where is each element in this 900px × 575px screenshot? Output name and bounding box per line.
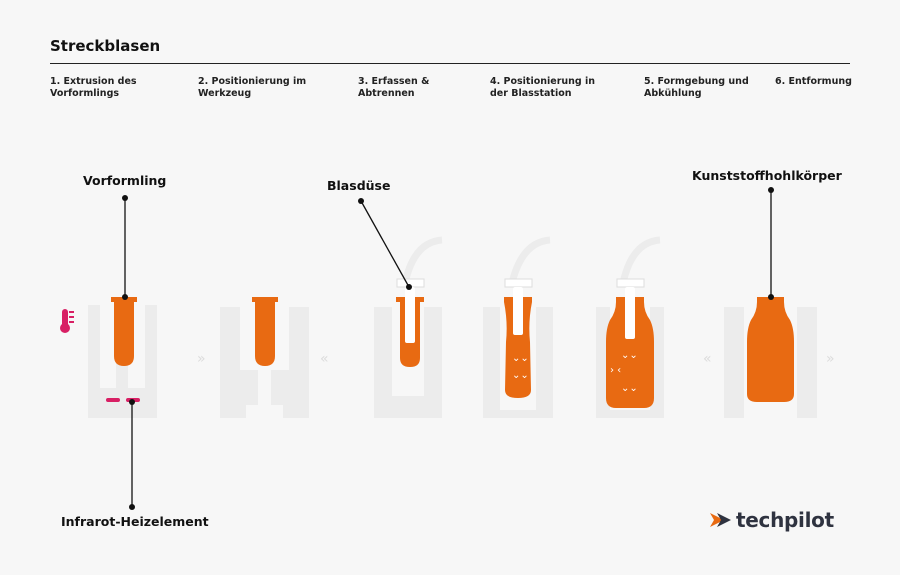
stage-4: ⌄⌄ ⌄⌄ [483,236,553,418]
preform-stage-2 [252,297,278,366]
stage-1 [60,297,157,418]
logo-chevron-icon [710,513,731,527]
arrow-right-icon: » [197,351,206,367]
nozzle-arm-stage-4 [508,236,551,284]
step-2-label: 2. Positionierung im Werkzeug [198,76,307,99]
arrow-right-icon: » [826,351,835,367]
step-4-label: 4. Positionierung in der Blasstation [490,76,596,99]
mold-stage-2-right [271,307,309,418]
stage-6: « » [703,297,835,418]
nozzle-arm-stage-3 [401,236,443,284]
arrow-left-icon: « [703,351,712,367]
step-5-label: 5. Formgebung und Abkühlung [644,76,749,99]
callout-leader-body [768,187,774,300]
techpilot-logo: techpilot [708,508,834,532]
mold-stage-6-left [724,307,744,418]
expand-arrows-icon: ⌄⌄ [621,383,638,394]
mold-stage-2 [220,307,258,418]
preform-stage-1 [111,297,137,366]
callout-hollow-body: Kunststoffhohlkörper [692,168,842,183]
mold-stage-4 [483,307,553,418]
blow-nozzle-stage-3 [405,287,415,343]
callout-blow-nozzle: Blasdüse [327,178,391,193]
bottle-stage-6 [747,297,794,402]
nozzle-cap-stage-4 [504,278,533,288]
bottle-stage-5 [606,297,654,408]
stage-2 [220,297,309,418]
blow-nozzle-stage-4 [513,287,523,335]
blow-nozzle-stage-5 [625,287,635,339]
callout-leader-nozzle [358,198,412,290]
heater-segment-left [106,398,120,402]
callout-heater: Infrarot-Heizelement [61,514,209,529]
callout-preform: Vorformling [83,173,167,188]
page-title: Streckblasen [50,37,161,55]
preform-stage-4 [504,297,532,398]
logo-text: techpilot [736,508,834,532]
thermometer-icon [60,309,74,333]
expand-arrows-icon: ⌄⌄ [621,350,638,361]
stage-5: ⌄⌄ › ‹ ⌄⌄ [596,236,664,418]
expand-arrows-icon: ⌄⌄ [512,353,529,364]
step-3-label: 3. Erfassen & Abtrennen [358,76,430,99]
nozzle-arm-stage-5 [619,236,661,284]
expand-arrows-icon: ⌄⌄ [512,370,529,381]
arrow-left-icon: « [320,351,329,367]
mold-stage-3 [374,307,442,418]
callout-leader-heater [129,399,135,510]
mold-stage-6-right [797,307,817,418]
expand-arrows-icon: › ‹ [610,365,621,376]
title-divider [50,63,850,64]
step-6-label: 6. Entformung [775,76,852,87]
nozzle-cap-stage-5 [616,278,645,288]
stage-3 [374,236,443,418]
step-1-label: 1. Extrusion des Vorformlings [50,76,137,99]
callout-leader-preform [122,195,128,300]
